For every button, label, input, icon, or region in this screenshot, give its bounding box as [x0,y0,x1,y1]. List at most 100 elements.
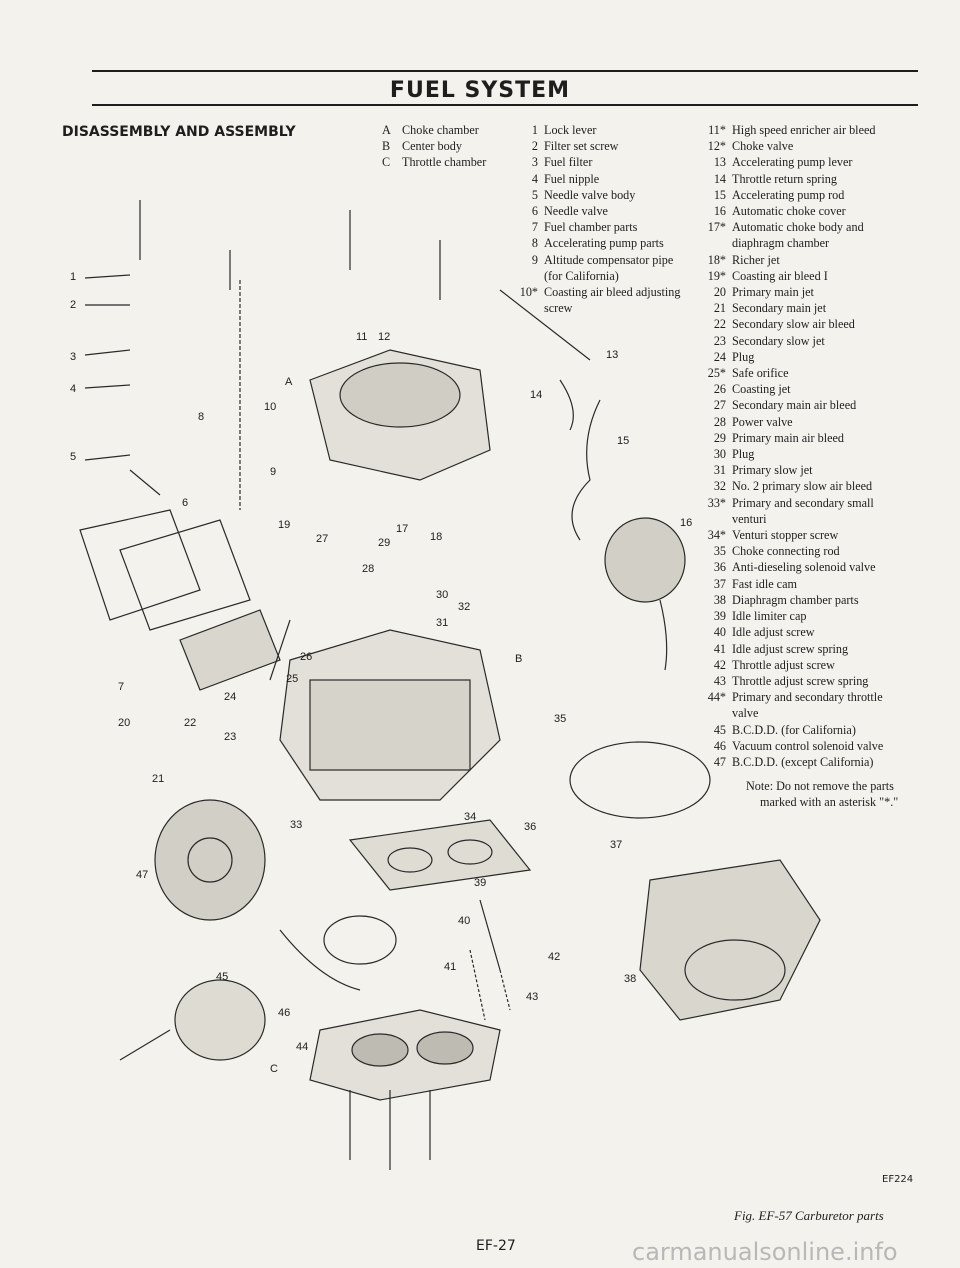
callout-24: 24 [224,691,236,703]
list-item: 33*Primary and secondary small [700,495,883,511]
item-number: 20 [713,285,726,300]
callout-32: 32 [458,601,470,613]
list-item: 39 Idle limiter cap [700,608,883,624]
item-number: 27 [713,398,726,413]
list-item: 44*Primary and secondary throttle [700,689,883,705]
page-title: FUEL SYSTEM [389,78,571,103]
group-label-a: A [285,376,293,388]
item-number: 28 [713,414,726,429]
item-text: Vacuum control solenoid valve [732,738,884,753]
item-text: Choke valve [732,139,794,154]
callout-27: 27 [316,533,328,545]
list-item: 10*Coasting air bleed adjusting [512,284,681,300]
list-item: 18*Richer jet [700,252,883,268]
callout-17: 17 [396,523,408,535]
item-text: Coasting air bleed adjusting [544,285,681,300]
item-text: Altitude compensator pipe [544,252,674,267]
item-text: Coasting air bleed I [732,268,828,283]
item-text: Richer jet [732,252,780,267]
page-number: EF-27 [476,1238,516,1254]
item-number: 8 [531,236,538,251]
callout-41: 41 [444,961,456,973]
item-number: 35 [713,544,726,559]
top-rule [92,70,918,72]
item-number: 2 [531,139,538,154]
item-text: Fuel nipple [544,171,600,186]
item-number: 6 [531,204,538,219]
callout-31: 31 [436,617,448,629]
watermark: carmanualsonline.info [632,1238,898,1266]
callout-8: 8 [198,411,204,423]
callout-16: 16 [680,517,692,529]
callout-43: 43 [526,991,538,1003]
callout-35: 35 [554,713,566,725]
section-heading: DISASSEMBLY AND ASSEMBLY [62,124,296,140]
callout-2: 2 [70,299,76,311]
item-number: 41 [713,641,726,656]
item-text: Fast idle cam [732,576,797,591]
callout-20: 20 [118,717,130,729]
item-text: Choke connecting rod [732,544,840,559]
item-text: Plug [732,447,755,462]
item-number: 3 [531,155,538,170]
callout-22: 22 [184,717,196,729]
callout-5: 5 [70,451,76,463]
item-text: Anti-dieseling solenoid valve [732,560,876,575]
item-text: Center body [402,139,462,154]
item-number: 21 [713,301,726,316]
item-text: High speed enricher air bleed [732,123,876,137]
item-number: 17* [707,220,726,235]
callout-42: 42 [548,951,560,963]
callout-33: 33 [290,819,302,831]
item-number: B [382,139,391,154]
item-number: 47 [713,754,726,769]
list-item: 34*Venturi stopper screw [700,527,883,543]
list-item: 35 Choke connecting rod [700,543,883,559]
item-number: 39 [713,609,726,624]
list-item: 12*Choke valve [700,138,883,154]
callout-39: 39 [474,877,486,889]
item-number: 22 [713,317,726,332]
item-text: Primary main air bleed [732,430,845,445]
item-number: 31 [713,463,726,478]
callout-47: 47 [136,869,148,881]
item-text: Accelerating pump rod [732,187,845,202]
item-number: A [382,123,391,137]
group-label-c: C [270,1063,278,1075]
list-item: venturi [700,511,883,527]
callout-29: 29 [378,537,390,549]
item-number: 11* [708,123,726,137]
figure-caption: Fig. EF-57 Carburetor parts [734,1208,884,1223]
item-text: Throttle adjust screw spring [732,673,869,688]
item-number: 14 [713,171,726,186]
item-number: 37 [713,576,726,591]
callout-30: 30 [436,589,448,601]
item-text: Idle limiter cap [732,609,807,624]
item-text: Automatic choke cover [732,204,846,219]
item-text: Needle valve [544,204,608,219]
item-number: 1 [531,123,538,137]
callout-15: 15 [617,435,629,447]
item-number: C [382,155,391,170]
callout-38: 38 [624,973,636,985]
callout-1: 1 [70,271,76,283]
item-text: Venturi stopper screw [732,528,839,543]
callout-13: 13 [606,349,618,361]
item-text: Fuel filter [544,155,593,170]
item-number: 16 [713,204,726,219]
callout-40: 40 [458,915,470,927]
list-item: 37 Fast idle cam [700,576,883,592]
item-text: Secondary main jet [732,301,827,316]
callout-28: 28 [362,563,374,575]
item-text: Needle valve body [544,187,636,202]
